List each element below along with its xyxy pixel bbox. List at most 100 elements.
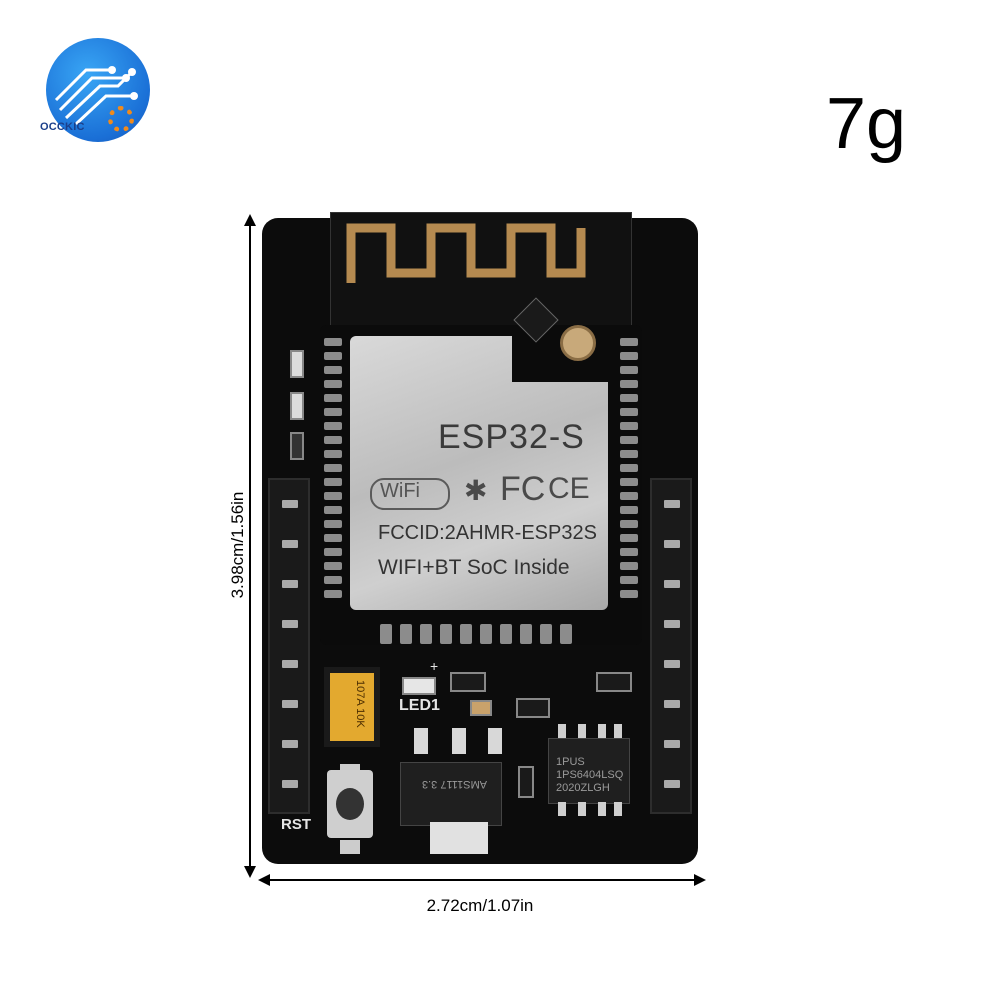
header-pin — [282, 700, 298, 708]
module-pad — [620, 422, 638, 430]
module-pad — [620, 436, 638, 444]
module-pad — [620, 520, 638, 528]
module-pad — [620, 576, 638, 584]
antenna-area — [330, 212, 632, 332]
module-pad — [324, 380, 342, 388]
module-pad — [480, 624, 492, 644]
ic-pin — [614, 724, 622, 738]
module-pad — [324, 492, 342, 500]
module-pad — [324, 338, 342, 346]
smd-component — [470, 700, 492, 716]
module-pad — [620, 478, 638, 486]
resistor-r3 — [290, 432, 304, 460]
header-pin — [664, 740, 680, 748]
module-pad — [380, 624, 392, 644]
header-pin — [282, 620, 298, 628]
width-dimension-label: 2.72cm/1.07in — [426, 896, 534, 915]
module-pad — [324, 520, 342, 528]
module-pad — [324, 366, 342, 374]
circuit-icon — [54, 66, 138, 126]
psram-marking: 1PUS 1PS6404LSQ 2020ZLGH — [556, 756, 624, 794]
led-plus-mark: + — [430, 658, 439, 674]
module-pad — [324, 422, 342, 430]
module-pad — [620, 394, 638, 402]
resistor-r1 — [290, 350, 304, 378]
module-pad — [620, 590, 638, 598]
wifi-text: WiFi — [380, 480, 420, 502]
module-pad — [460, 624, 472, 644]
module-pad — [420, 624, 432, 644]
smd-component — [596, 672, 632, 692]
module-pad — [500, 624, 512, 644]
ic-pin — [558, 724, 566, 738]
smd-component — [518, 766, 534, 798]
fcc-mark: FC — [500, 470, 546, 508]
header-pin — [282, 540, 298, 548]
module-pad — [324, 394, 342, 402]
arrow-up-icon — [244, 214, 256, 226]
header-pin — [664, 700, 680, 708]
voltage-regulator — [400, 762, 502, 826]
arrow-down-icon — [244, 866, 256, 878]
header-pin — [664, 780, 680, 788]
right-pin-header — [650, 478, 692, 814]
brand-logo — [46, 38, 150, 142]
header-pin — [282, 780, 298, 788]
smd-component — [516, 698, 550, 718]
module-pad — [324, 576, 342, 584]
header-pin — [664, 580, 680, 588]
height-dimension-line — [249, 222, 251, 868]
module-pad — [324, 408, 342, 416]
module-pad — [540, 624, 552, 644]
header-pin — [282, 660, 298, 668]
gear-icon — [108, 106, 134, 132]
arrow-left-icon — [258, 874, 270, 886]
module-pad — [620, 562, 638, 570]
module-pad — [324, 534, 342, 542]
module-pad — [324, 590, 342, 598]
weight-label: 7g — [826, 84, 907, 164]
chip-title: ESP32-S — [438, 418, 585, 456]
regulator-pin — [414, 728, 428, 754]
ic-pin — [614, 802, 622, 816]
button-pad — [340, 764, 360, 772]
logo-text: OCCKIC — [40, 121, 85, 133]
rst-label: RST — [281, 816, 311, 833]
header-pin — [664, 540, 680, 548]
header-pin — [282, 500, 298, 508]
module-pad — [324, 506, 342, 514]
module-pad — [440, 624, 452, 644]
module-pad — [324, 562, 342, 570]
psram-chip — [548, 738, 630, 804]
module-pad — [560, 624, 572, 644]
height-dimension-label: 3.98cm/1.56in — [228, 491, 247, 599]
regulator-marking: AMS1117 3.3 — [422, 778, 488, 790]
wifi-badge — [370, 478, 450, 510]
regulator-pin — [452, 728, 466, 754]
module-pad — [620, 534, 638, 542]
module-pad — [324, 450, 342, 458]
ic-pin — [598, 802, 606, 816]
regulator-tab — [430, 822, 488, 854]
ufl-connector — [560, 325, 596, 361]
reset-button-core[interactable] — [336, 788, 364, 820]
resistor-r2 — [290, 392, 304, 420]
module-pad — [620, 506, 638, 514]
module-pad — [620, 450, 638, 458]
tantalum-capacitor — [324, 667, 380, 747]
module-pad — [324, 464, 342, 472]
module-pad — [620, 352, 638, 360]
module-pad — [620, 366, 638, 374]
button-pad — [340, 840, 360, 854]
width-dimension-line — [262, 879, 694, 881]
header-pin — [664, 660, 680, 668]
module-pad — [620, 548, 638, 556]
header-pin — [664, 620, 680, 628]
module-pad — [620, 338, 638, 346]
ce-mark: CE — [548, 472, 590, 505]
capacitor-marking: 107A 10K — [354, 680, 366, 728]
ic-pin — [578, 724, 586, 738]
header-pin — [282, 740, 298, 748]
module-pad — [620, 408, 638, 416]
module-pad — [324, 352, 342, 360]
